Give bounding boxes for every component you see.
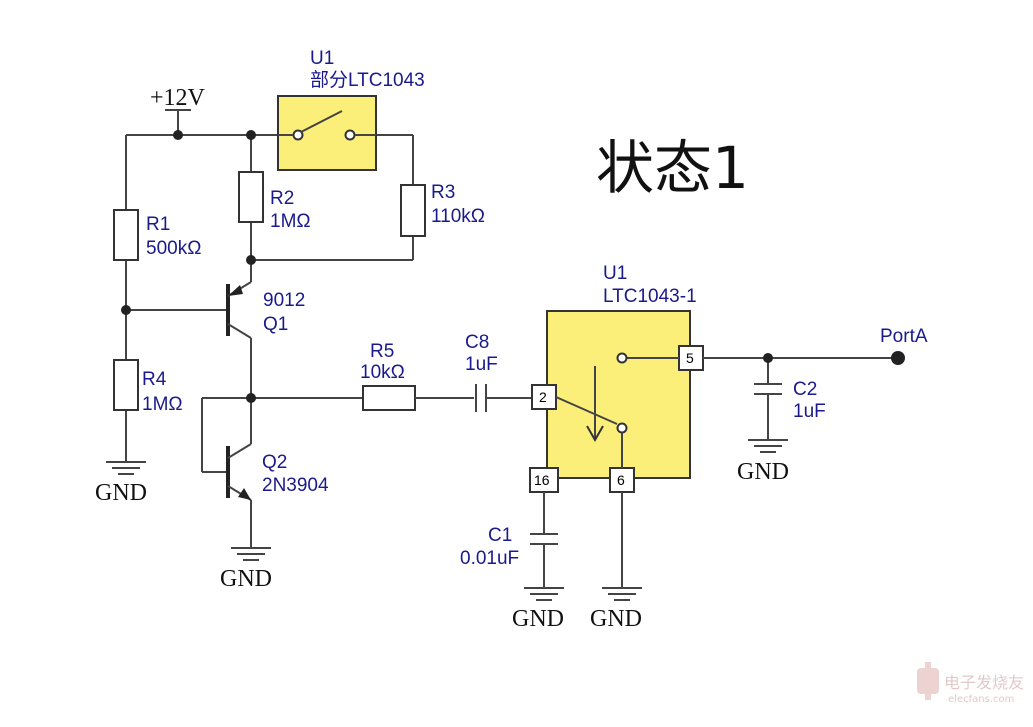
output-net: C2 1uF — [703, 357, 898, 440]
r4-value: 1MΩ — [142, 394, 183, 415]
capacitor-c1: C1 0.01uF — [460, 492, 558, 588]
u1-switch-ref: U1 — [310, 48, 334, 69]
gnd-label-r4: GND — [95, 480, 147, 506]
watermark-sub: elecfans.com — [948, 694, 1014, 705]
r2-value: 1MΩ — [270, 211, 311, 232]
q2-part: 2N3904 — [262, 475, 329, 496]
transistor-q1: 9012 Q1 — [226, 281, 305, 398]
r2-ref: R2 — [270, 188, 294, 209]
ground-symbol-q2: GND — [220, 547, 272, 592]
c2-value: 1uF — [793, 401, 826, 422]
resistor-r3: R3 110kΩ — [400, 182, 485, 237]
capacitor-c8: C8 1uF — [465, 332, 532, 412]
c1-ref: C1 — [488, 525, 512, 546]
u1-chip-ref: U1 — [603, 263, 627, 284]
c8-value: 1uF — [465, 354, 498, 375]
ground-symbol-c1: GND — [512, 587, 564, 632]
resistor-r2: R2 1MΩ — [238, 171, 311, 232]
ground-symbol-c2: GND — [737, 439, 789, 485]
pin-5-label: 5 — [686, 350, 694, 366]
resistor-r1: R1 500kΩ — [113, 209, 201, 261]
top-rail-wires — [125, 134, 414, 462]
r5-value: 10kΩ — [360, 362, 405, 383]
q1-part: 9012 — [263, 290, 305, 311]
c1-value: 0.01uF — [460, 548, 519, 569]
port-a: PortA — [880, 326, 928, 365]
gnd-label-c1: GND — [512, 606, 564, 632]
r4-ref: R4 — [142, 369, 167, 390]
r1-value: 500kΩ — [146, 238, 201, 259]
pin-2-label: 2 — [539, 389, 547, 405]
gnd-label-pin6: GND — [590, 606, 642, 632]
supply-12v: +12V — [150, 85, 206, 135]
q1-ref: Q1 — [263, 314, 288, 335]
r3-value: 110kΩ — [431, 206, 485, 227]
u1-chip-part: LTC1043-1 — [603, 286, 697, 307]
junction-dots — [121, 130, 773, 403]
gnd-label-c2: GND — [737, 459, 789, 485]
r3-ref: R3 — [431, 182, 455, 203]
watermark-logo: 电子发烧友 elecfans.com — [917, 662, 1024, 705]
ground-symbol-r4: GND — [95, 461, 147, 506]
pin-16-label: 16 — [534, 472, 550, 488]
q2-ref: Q2 — [262, 452, 287, 473]
r5-ref: R5 — [370, 341, 394, 362]
watermark-main: 电子发烧友 — [944, 673, 1024, 692]
r1-ref: R1 — [146, 214, 170, 235]
supply-label: +12V — [150, 85, 206, 111]
resistor-r4: R4 1MΩ — [113, 359, 183, 415]
c2-ref: C2 — [793, 379, 817, 400]
u1-switch-block: U1 部分LTC1043 — [277, 48, 425, 171]
u1-switch-part: 部分LTC1043 — [310, 69, 425, 91]
gnd-label-q2: GND — [220, 566, 272, 592]
c8-ref: C8 — [465, 332, 489, 353]
u1-chip-block: U1 LTC1043-1 2 5 6 16 — [529, 263, 704, 493]
resistor-r5: R5 10kΩ — [251, 341, 474, 411]
pin-6-label: 6 — [617, 472, 625, 488]
transistor-q2: Q2 2N3904 — [201, 397, 329, 548]
ground-symbol-pin6: GND — [590, 492, 642, 632]
port-a-label: PortA — [880, 326, 928, 347]
diagram-title: 状态1 — [596, 134, 749, 202]
